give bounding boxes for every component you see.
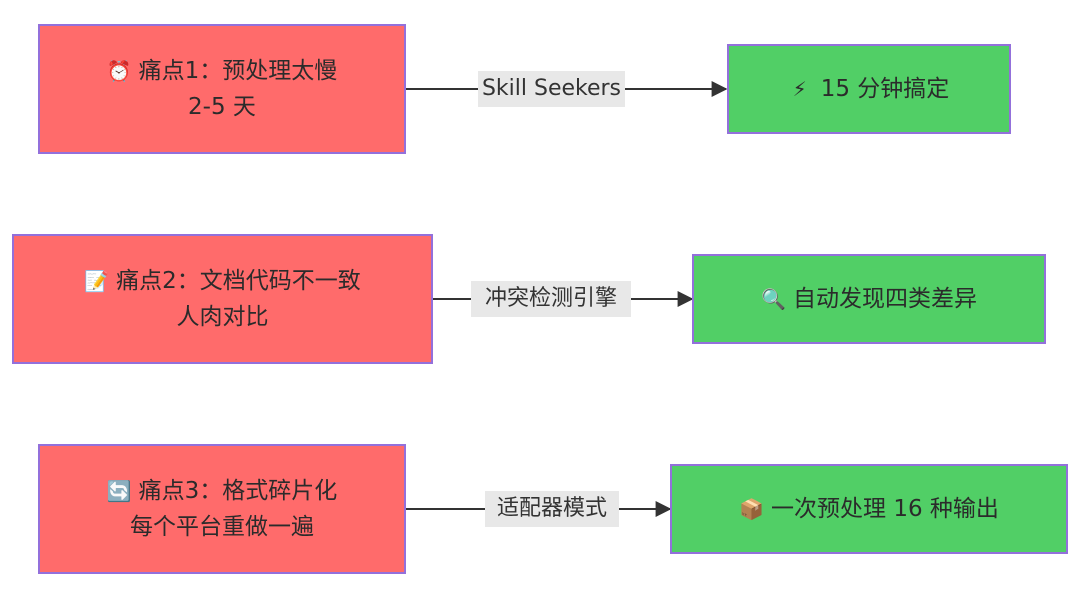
edge-label-1: Skill Seekers — [478, 71, 625, 107]
solution-node-2: 🔍 自动发现四类差异 — [692, 254, 1046, 344]
lightning-icon: ⚡ — [792, 77, 807, 101]
magnifier-icon: 🔍 — [761, 287, 786, 311]
alarm-clock-icon: ⏰ — [106, 59, 132, 83]
pain-subtitle-1: 2-5 天 — [188, 94, 256, 120]
solution-title-1: 15 分钟搞定 — [820, 76, 950, 102]
pain-title-1: 痛点1：预处理太慢 — [138, 58, 338, 84]
solution-node-1: ⚡ 15 分钟搞定 — [727, 44, 1011, 134]
solution-title-3: 一次预处理 16 种输出 — [771, 496, 999, 522]
solution-node-3: 📦 一次预处理 16 种输出 — [670, 464, 1068, 554]
package-icon: 📦 — [739, 497, 764, 521]
pain-node-1: ⏰ 痛点1：预处理太慢 2-5 天 — [38, 24, 406, 154]
pain-title-2: 痛点2：文档代码不一致 — [116, 268, 361, 294]
pain-node-3: 🔄 痛点3：格式碎片化 每个平台重做一遍 — [38, 444, 406, 574]
pain-node-2: 📝 痛点2：文档代码不一致 人肉对比 — [12, 234, 433, 364]
pain-subtitle-2: 人肉对比 — [176, 304, 269, 330]
pain-title-3: 痛点3：格式碎片化 — [138, 478, 338, 504]
edge-label-3: 适配器模式 — [485, 491, 619, 527]
pain-subtitle-3: 每个平台重做一遍 — [130, 514, 314, 540]
memo-icon: 📝 — [84, 269, 110, 293]
edge-label-2: 冲突检测引擎 — [471, 281, 631, 317]
solution-title-2: 自动发现四类差异 — [793, 286, 977, 312]
refresh-icon: 🔄 — [106, 479, 132, 503]
